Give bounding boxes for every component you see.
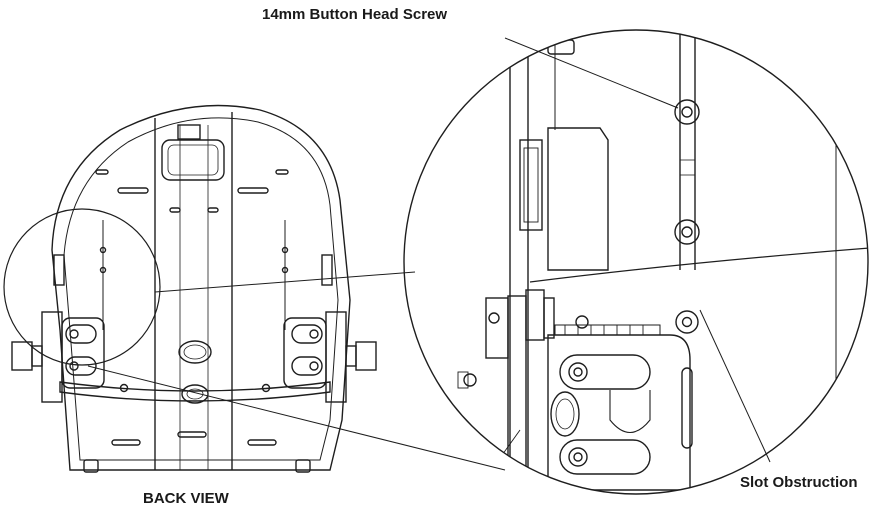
back-view-label: BACK VIEW <box>143 490 229 507</box>
screw-leader-line <box>504 37 679 109</box>
detail-contents <box>457 30 868 494</box>
screw-label: 14mm Button Head Screw <box>262 6 448 23</box>
slot-leader-line <box>699 309 771 463</box>
slot-obstruction-label: Slot Obstruction <box>740 474 858 491</box>
zoom-line-top <box>154 271 416 293</box>
detail-circle <box>403 29 869 495</box>
back-view-seat <box>3 104 377 473</box>
zoom-line-bottom <box>87 365 506 471</box>
